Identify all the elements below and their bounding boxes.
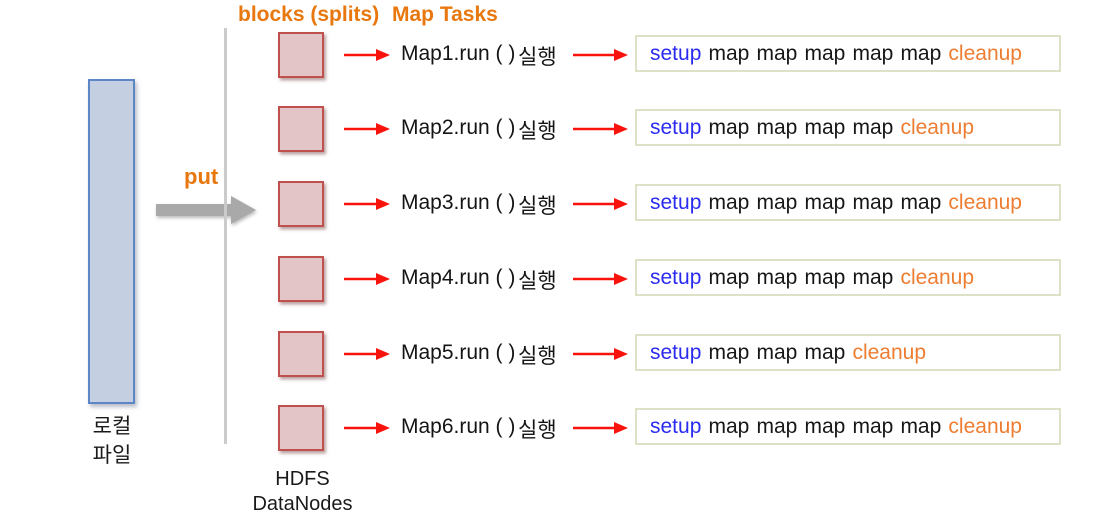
- phase-cleanup: cleanup: [852, 340, 927, 364]
- phase-map: map: [804, 414, 846, 438]
- blocks-splits-header: blocks (splits): [238, 3, 380, 26]
- hdfs-block-square: [278, 32, 324, 78]
- hdfs-block-square: [278, 181, 324, 227]
- phase-cleanup: cleanup: [948, 414, 1022, 438]
- local-file-rectangle: [88, 79, 135, 404]
- phase-map: map: [852, 265, 894, 289]
- hdfs-label-line1: HDFS: [275, 468, 330, 490]
- phase-map: map: [756, 41, 798, 65]
- hdfs-block-square: [278, 331, 324, 377]
- map-to-phases-arrow-icon: [573, 273, 628, 285]
- put-arrow-icon: [156, 196, 256, 224]
- hdfs-block-square: [278, 106, 324, 152]
- phase-map: map: [852, 41, 894, 65]
- phase-map: map: [756, 190, 798, 214]
- map-run-label: Map4.run ( ): [401, 266, 516, 289]
- block-to-map-arrow-icon: [344, 348, 390, 360]
- phase-cleanup: cleanup: [948, 41, 1022, 65]
- phase-map: map: [708, 190, 750, 214]
- exec-label: 실행: [518, 46, 557, 69]
- phase-map: map: [804, 41, 846, 65]
- phase-cleanup: cleanup: [948, 190, 1022, 214]
- phase-setup: setup: [650, 340, 702, 364]
- phase-setup: setup: [650, 414, 702, 438]
- phase-setup: setup: [650, 115, 702, 139]
- exec-label: 실행: [518, 419, 557, 442]
- phase-map: map: [804, 115, 846, 139]
- exec-label: 실행: [518, 270, 557, 293]
- phase-map: map: [756, 340, 798, 364]
- hdfs-block-square: [278, 405, 324, 451]
- phase-map: map: [708, 41, 750, 65]
- local-file-label: 로컬 파일: [77, 412, 147, 470]
- map-to-phases-arrow-icon: [573, 198, 628, 210]
- block-to-map-arrow-icon: [344, 198, 390, 210]
- hdfs-boundary-divider: [224, 28, 227, 444]
- phase-map: map: [756, 265, 798, 289]
- local-file-label-line2: 파일: [92, 444, 132, 467]
- block-to-map-arrow-icon: [344, 123, 390, 135]
- phase-map: map: [804, 265, 846, 289]
- map-to-phases-arrow-icon: [573, 123, 628, 135]
- exec-label: 실행: [518, 345, 557, 368]
- put-label: put: [184, 164, 219, 189]
- hdfs-label-line2: DataNodes: [252, 493, 353, 515]
- map-run-label: Map1.run ( ): [401, 42, 516, 65]
- block-to-map-arrow-icon: [344, 273, 390, 285]
- exec-label: 실행: [518, 120, 557, 143]
- phase-cleanup: cleanup: [900, 115, 974, 139]
- map-run-label: Map2.run ( ): [401, 116, 516, 139]
- phase-map: map: [756, 414, 798, 438]
- map-tasks-header: Map Tasks: [392, 3, 498, 26]
- phase-map: map: [708, 265, 750, 289]
- phase-setup: setup: [650, 265, 702, 289]
- phase-map: map: [708, 414, 750, 438]
- phase-map: map: [852, 190, 894, 214]
- phase-map: map: [852, 414, 894, 438]
- block-to-map-arrow-icon: [344, 49, 390, 61]
- phase-map: map: [804, 340, 846, 364]
- hdfs-block-square: [278, 256, 324, 302]
- map-run-label: Map3.run ( ): [401, 191, 516, 214]
- phase-map: map: [708, 115, 750, 139]
- exec-label: 실행: [518, 195, 557, 218]
- map-to-phases-arrow-icon: [573, 422, 628, 434]
- phase-map: map: [708, 340, 750, 364]
- phase-map: map: [804, 190, 846, 214]
- map-to-phases-arrow-icon: [573, 49, 628, 61]
- phase-map: map: [852, 115, 894, 139]
- phase-cleanup: cleanup: [900, 265, 974, 289]
- map-run-label: Map5.run ( ): [401, 341, 516, 364]
- local-file-label-line1: 로컬: [92, 415, 132, 438]
- phase-map: map: [900, 414, 942, 438]
- phase-map: map: [900, 41, 942, 65]
- block-to-map-arrow-icon: [344, 422, 390, 434]
- map-run-label: Map6.run ( ): [401, 415, 516, 438]
- phase-setup: setup: [650, 41, 702, 65]
- phase-map: map: [756, 115, 798, 139]
- phase-setup: setup: [650, 190, 702, 214]
- hdfs-datanodes-label: HDFS DataNodes: [245, 467, 360, 517]
- map-to-phases-arrow-icon: [573, 348, 628, 360]
- phase-map: map: [900, 190, 942, 214]
